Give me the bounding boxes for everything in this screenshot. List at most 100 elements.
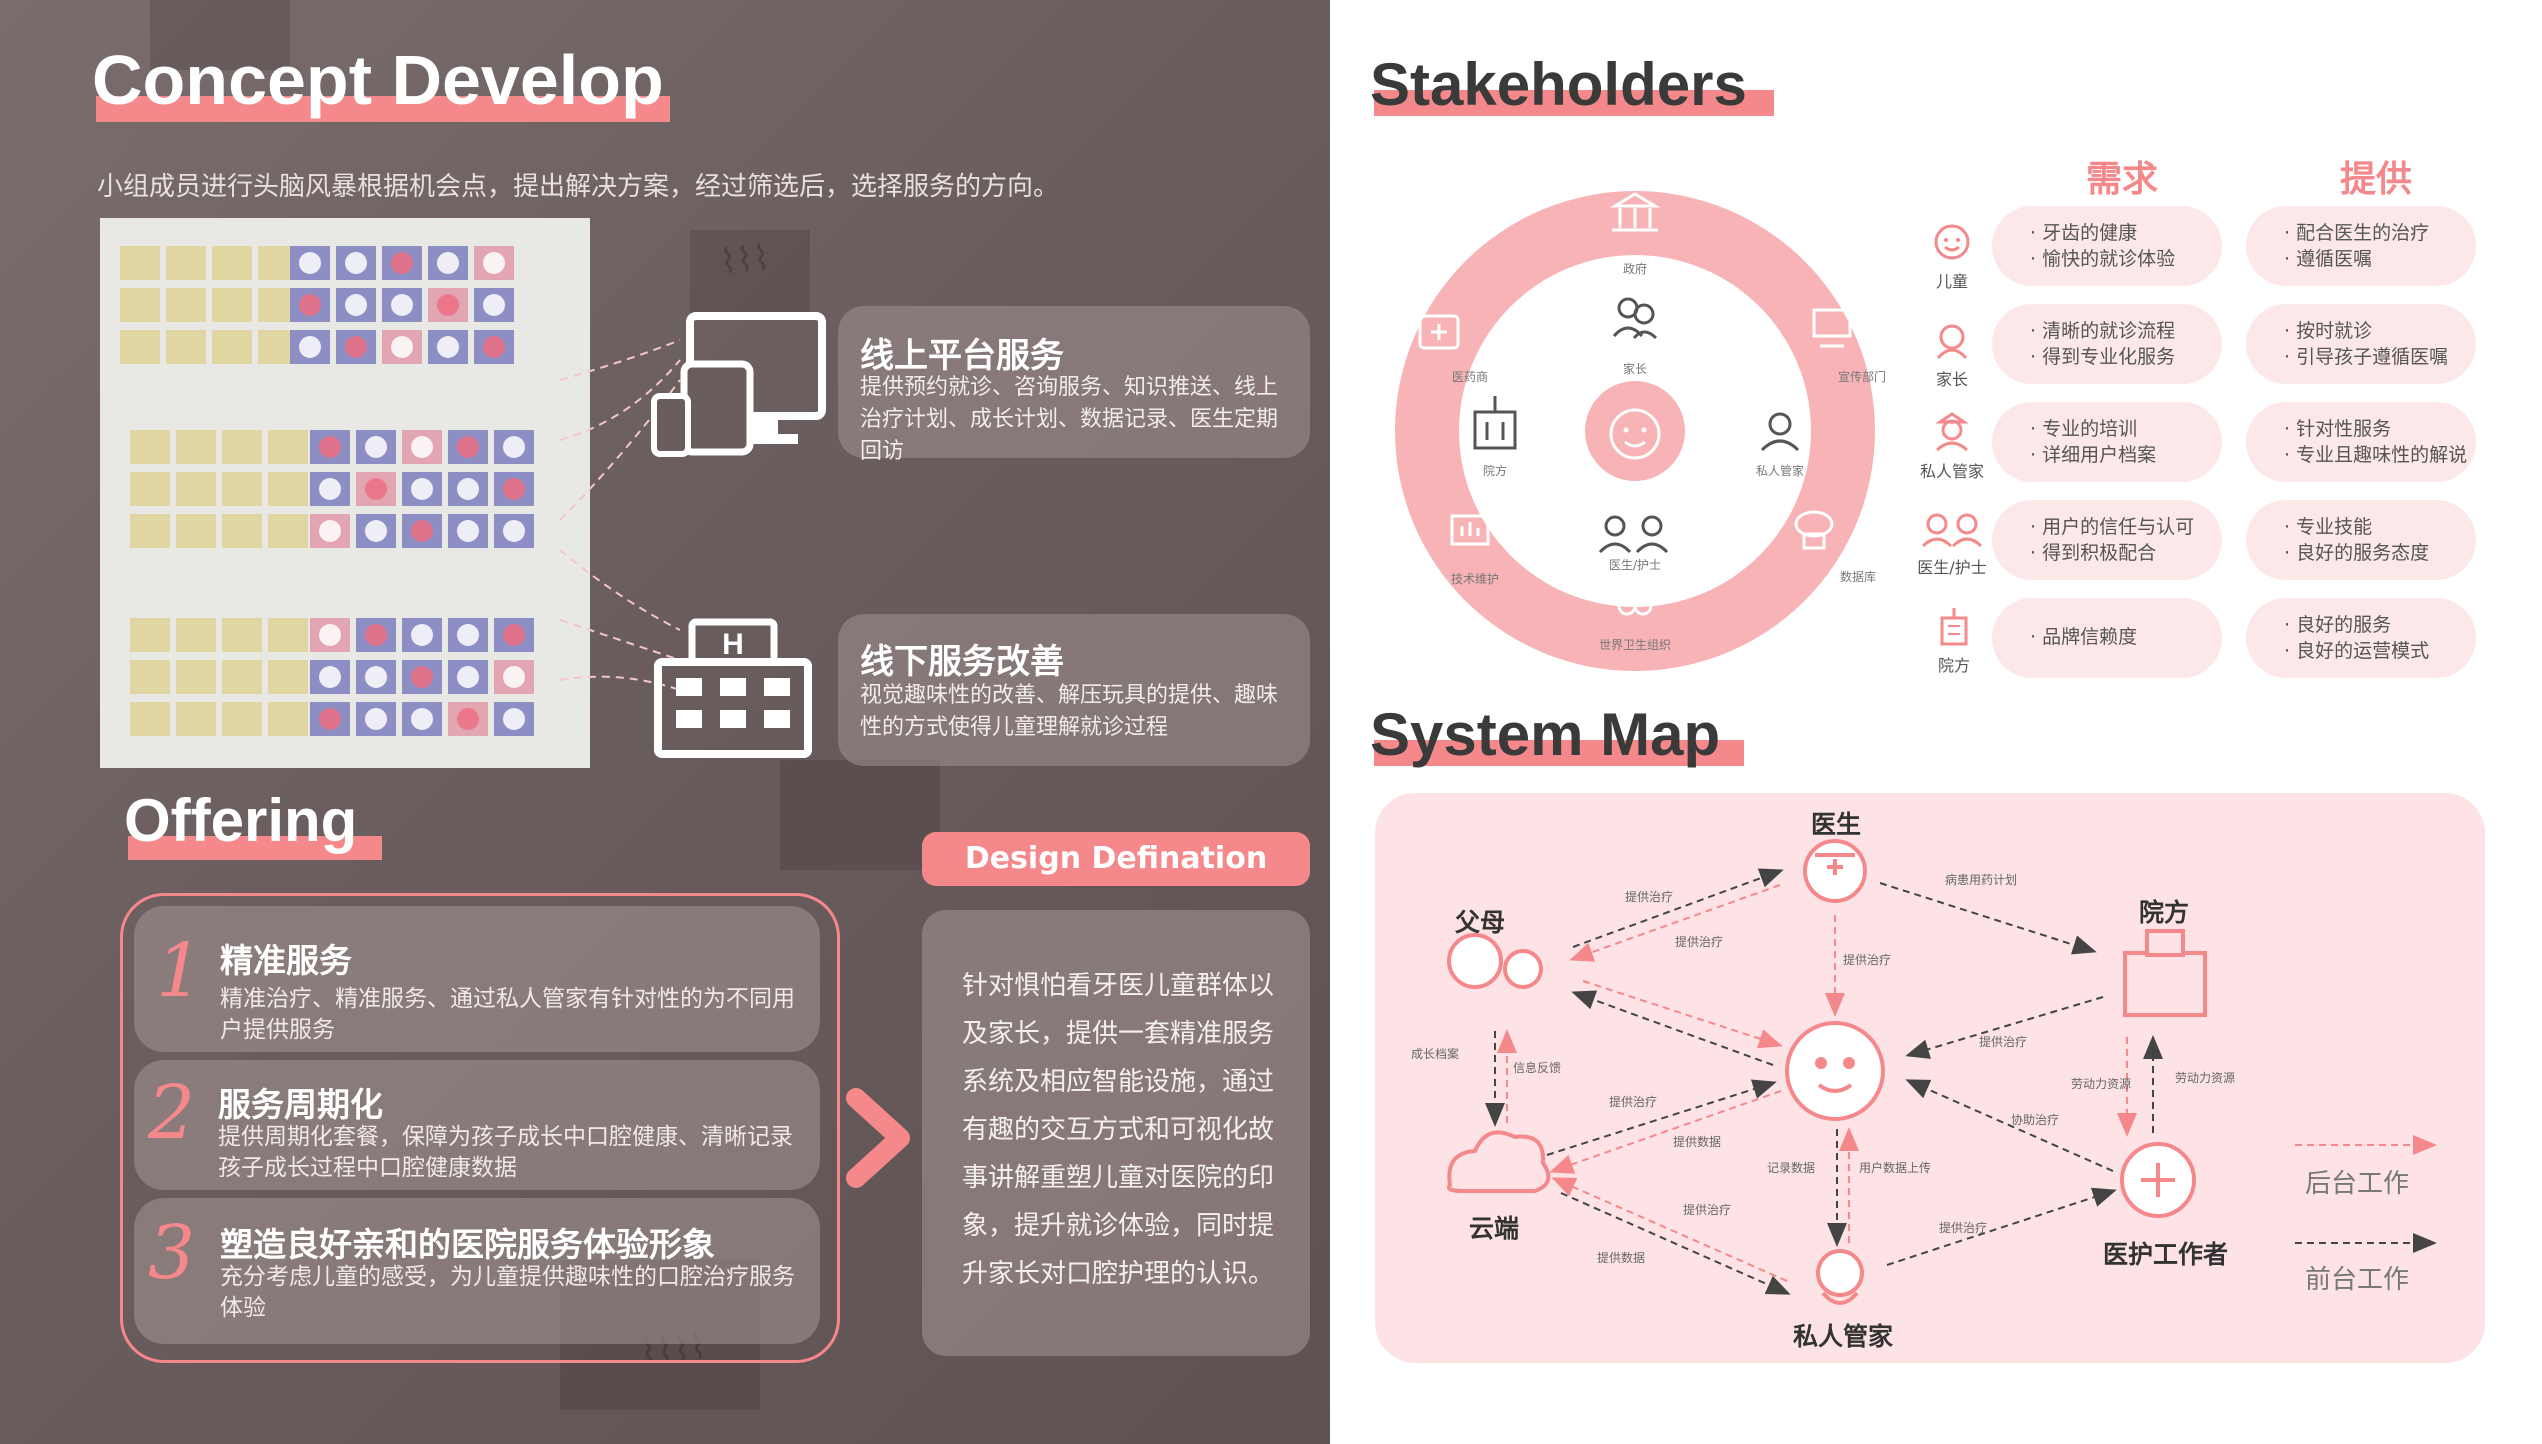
sticky-note <box>176 514 216 548</box>
ring-label: 世界卫生组织 <box>1598 638 1671 652</box>
sticky-note <box>176 430 216 464</box>
design-definition-box: 针对惧怕看牙医儿童群体以及家长，提供一套精准服务系统及相应智能设施，通过有趣的交… <box>922 910 1310 1356</box>
sticky-note <box>222 514 262 548</box>
pill-line: · 针对性服务 <box>2284 418 2392 440</box>
sticky-note <box>176 618 216 652</box>
legend-back: 后台工作 <box>2305 1169 2410 1199</box>
bg-scribble: ⌇⌇⌇ <box>718 237 772 283</box>
provide-pill: · 按时就诊 · 引导孩子遵循医嘱 <box>2246 304 2476 384</box>
pill-line: · 品牌信赖度 <box>2030 626 2138 648</box>
sticky-note <box>166 246 206 280</box>
sticky-note <box>268 618 308 652</box>
service-text: 视觉趣味性的改善、解压玩具的提供、趣味性的方式使得儿童理解就诊过程 <box>860 683 1279 740</box>
vote-dot <box>483 294 505 316</box>
edge-label: 用户数据上传 <box>1859 1161 1932 1175</box>
vote-dot <box>503 478 525 500</box>
need-pill: · 清晰的就诊流程 · 得到专业化服务 <box>1992 304 2222 384</box>
role-child: 儿童 <box>1902 222 2002 292</box>
sticky-note <box>382 246 422 280</box>
offering-item-title: 服务周期化 <box>218 1085 383 1124</box>
sticky-note <box>120 288 160 322</box>
ring-label: 医生/护士 <box>1608 558 1662 572</box>
vote-dot <box>319 520 341 542</box>
sticky-note <box>268 660 308 694</box>
sticky-note <box>494 430 534 464</box>
vote-dot <box>457 436 479 458</box>
system-map-graph <box>1446 839 2437 1305</box>
sticky-note <box>402 472 442 506</box>
vote-dot <box>503 520 525 542</box>
need-pill: · 专业的培训 · 详细用户档案 <box>1992 402 2222 482</box>
edge-label: 提供治疗 <box>1609 1095 1658 1109</box>
sticky-note <box>382 330 422 364</box>
vote-dot <box>365 624 387 646</box>
sticky-note <box>176 660 216 694</box>
pill-line: · 详细用户档案 <box>2030 444 2157 466</box>
offering-item-text: 提供周期化套餐，保障为孩子成长中口腔健康、清晰记录孩子成长过程中口腔健康数据 <box>218 1124 793 1181</box>
sticky-note <box>166 330 206 364</box>
node-parents: 父母 <box>1455 908 1506 937</box>
col-head-need: 需求 <box>2086 159 2159 200</box>
vote-dot <box>503 666 525 688</box>
sticky-note <box>448 660 488 694</box>
sticky-note <box>474 246 514 280</box>
title-underline <box>96 96 670 122</box>
sticky-note <box>336 288 376 322</box>
vote-dot <box>437 336 459 358</box>
node-doctor: 医生 <box>1811 810 1862 839</box>
sticky-note <box>222 430 262 464</box>
sticky-note <box>290 246 330 280</box>
service-title: 线下服务改善 <box>860 642 1064 682</box>
sticky-note <box>212 246 252 280</box>
vote-dot <box>411 708 433 730</box>
offering-item: 2 服务周期化 提供周期化套餐，保障为孩子成长中口腔健康、清晰记录孩子成长过程中… <box>134 1060 820 1190</box>
pill-line: · 专业技能 <box>2284 516 2373 538</box>
offering-item-text: 精准治疗、精准服务、通过私人管家有针对性的为不同用户提供服务 <box>220 986 795 1043</box>
sticky-note <box>382 288 422 322</box>
edge-label: 劳动力资源 <box>2175 1071 2236 1085</box>
vote-dot <box>457 520 479 542</box>
sticky-note <box>176 472 216 506</box>
vote-dot <box>345 294 367 316</box>
stakeholders-underline <box>1374 90 1774 116</box>
sticky-note <box>222 618 262 652</box>
system-map: 医生 父母 院方 云端 医护工作者 私人管家 提供治疗 提供治疗 病患用药计划 … <box>1375 793 2485 1363</box>
sticky-note <box>356 514 396 548</box>
pill-line: · 得到专业化服务 <box>2030 346 2176 368</box>
vote-dot <box>391 252 413 274</box>
vote-dot <box>319 666 341 688</box>
vote-dot <box>411 666 433 688</box>
pill-line: · 良好的运营模式 <box>2284 640 2430 662</box>
pill-line: · 引导孩子遵循医嘱 <box>2284 346 2449 368</box>
pill-line: · 专业且趣味性的解说 <box>2284 444 2468 466</box>
sticky-note <box>130 472 170 506</box>
role-label: 家长 <box>1935 370 1968 389</box>
role-label: 儿童 <box>1935 272 1968 291</box>
sticky-note <box>336 330 376 364</box>
vote-dot <box>365 666 387 688</box>
vote-dot <box>411 436 433 458</box>
sticky-note <box>448 472 488 506</box>
sticky-note <box>212 330 252 364</box>
design-definition-label: Design Defination <box>922 832 1310 886</box>
offering-item: 3 塑造良好亲和的医院服务体验形象 充分考虑儿童的感受，为儿童提供趣味性的口腔治… <box>134 1198 820 1344</box>
pill-line: · 清晰的就诊流程 <box>2030 320 2176 342</box>
vote-dot <box>319 624 341 646</box>
sticky-note <box>448 702 488 736</box>
role-doctor-nurse: 医生/护士 <box>1902 508 2002 578</box>
sticky-note <box>120 330 160 364</box>
offering-number: 3 <box>148 1210 196 1296</box>
vote-dot <box>437 252 459 274</box>
vote-dot <box>437 294 459 316</box>
edge-label: 提供治疗 <box>1979 1035 2028 1049</box>
sticky-note <box>268 430 308 464</box>
pill-line: · 牙齿的健康 <box>2030 222 2138 244</box>
pill-line: · 遵循医嘱 <box>2284 248 2373 270</box>
sticky-note <box>290 288 330 322</box>
need-pill: · 牙齿的健康 · 愉快的就诊体验 <box>1992 206 2222 286</box>
pill-line: · 愉快的就诊体验 <box>2030 248 2176 270</box>
sticky-note <box>494 702 534 736</box>
vote-dot <box>483 336 505 358</box>
butler-icon <box>1935 412 1969 452</box>
sticky-note <box>428 330 468 364</box>
